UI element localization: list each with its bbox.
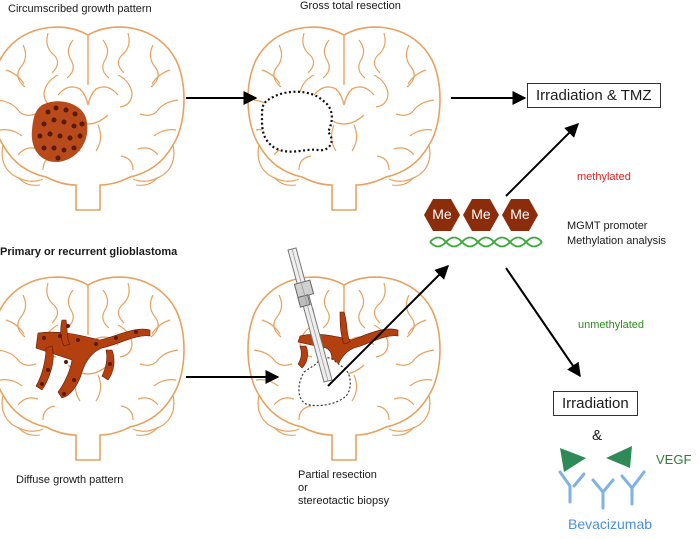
diffuse-tumor-spots — [40, 324, 138, 396]
partial-line-2: or — [298, 482, 308, 494]
antibody-icon — [558, 470, 586, 504]
brain-icon — [0, 276, 185, 461]
mgmt-label: MGMT promoter Methylation analysis — [567, 219, 666, 249]
arrow — [505, 123, 579, 197]
bevacizumab-label: Bevacizumab — [568, 516, 653, 532]
brain-icon — [0, 26, 185, 211]
vegf-triangle-icon — [606, 446, 632, 468]
circumscribed-label: Circumscribed growth pattern — [8, 3, 152, 15]
antibody-icon — [620, 470, 646, 506]
methyl-hexagon — [502, 199, 538, 231]
ampersand-label: & — [592, 427, 603, 444]
diffuse-label: Diffuse growth pattern — [16, 474, 124, 486]
arrow — [327, 265, 449, 387]
methyl-hexagon — [424, 199, 460, 231]
resection-cavity — [260, 90, 333, 153]
primary-glioblastoma-label: Primary or recurrent glioblastoma — [0, 246, 178, 258]
diffuse-tumor — [35, 319, 151, 399]
partial-resection-label: Partial resection or stereotactic biopsy — [298, 469, 389, 508]
vegf-label: VEGF — [656, 452, 692, 467]
arrow — [505, 267, 581, 378]
needle-icon — [287, 247, 333, 383]
mgmt-line-1: MGMT promoter — [567, 220, 648, 232]
methylated-label: methylated — [577, 171, 631, 183]
methyl-label: Me — [510, 206, 530, 222]
antibody-icon — [591, 478, 615, 510]
methyl-label: Me — [432, 206, 452, 222]
methyl-label: Me — [471, 206, 491, 222]
methyl-hexagon — [463, 199, 499, 231]
irradiation-tmz-box: Irradiation & TMZ — [527, 83, 661, 108]
gross-resection-label: Gross total resection — [300, 0, 401, 12]
unmethylated-label: unmethylated — [578, 319, 645, 331]
partial-line-3: stereotactic biopsy — [298, 495, 390, 507]
vegf-triangle-icon — [560, 448, 586, 472]
dna-helix-icon — [429, 236, 543, 248]
circumscribed-tumor — [31, 101, 88, 163]
partial-line-1: Partial resection — [298, 469, 377, 481]
irradiation-box: Irradiation — [553, 391, 638, 416]
mgmt-line-2: Methylation analysis — [567, 235, 667, 247]
